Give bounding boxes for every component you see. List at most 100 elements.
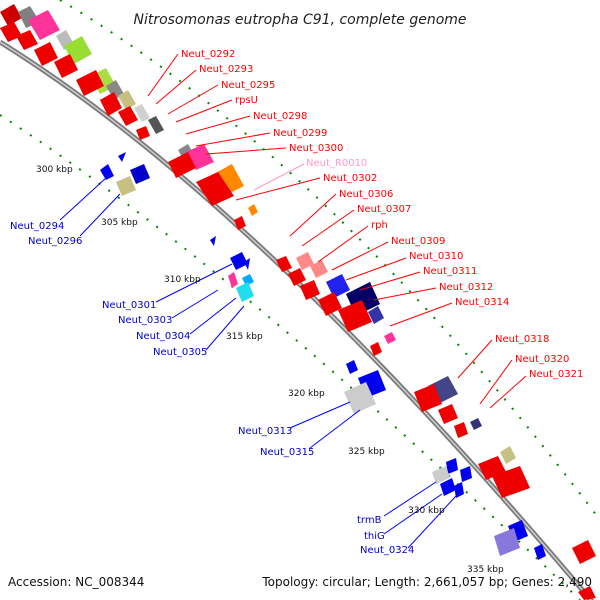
gene-label[interactable]: Neut_0318 bbox=[495, 334, 549, 345]
minus-strand-features bbox=[100, 152, 546, 560]
gene-arrow[interactable] bbox=[100, 164, 114, 180]
gene-arrow[interactable] bbox=[338, 300, 372, 332]
gene-arrow[interactable] bbox=[76, 70, 104, 96]
gene-arrow[interactable] bbox=[230, 252, 248, 270]
gene-label[interactable]: Neut_0315 bbox=[260, 447, 314, 458]
map-title: Nitrosomonas eutropha C91, complete geno… bbox=[133, 12, 466, 28]
gene-label[interactable]: trmB bbox=[357, 515, 382, 526]
gene-label[interactable]: Neut_0295 bbox=[221, 80, 275, 91]
gene-arrow[interactable] bbox=[100, 92, 122, 116]
plus-strand-red-arrows bbox=[0, 22, 596, 600]
gene-arrow[interactable] bbox=[288, 268, 306, 286]
gene-arrow[interactable] bbox=[248, 204, 258, 216]
gene-arrow[interactable] bbox=[54, 54, 78, 78]
gene-arrow[interactable] bbox=[236, 282, 254, 302]
kbp-label: 315 kbp bbox=[226, 332, 263, 342]
gene-label[interactable]: Neut_0306 bbox=[339, 189, 393, 200]
gene-label[interactable]: Neut_0320 bbox=[515, 354, 569, 365]
gene-label[interactable]: Neut_0312 bbox=[439, 282, 493, 293]
gene-arrow[interactable] bbox=[300, 280, 320, 300]
gene-label[interactable]: Neut_0293 bbox=[199, 64, 253, 75]
gene-label[interactable]: Neut_0296 bbox=[28, 236, 82, 247]
gene-arrow[interactable] bbox=[136, 126, 150, 140]
plus-gene-labels: Neut_0292 Neut_0293 Neut_0295 rpsU Neut_… bbox=[181, 49, 583, 380]
gene-label[interactable]: Neut_0305 bbox=[153, 347, 207, 358]
gene-arrow[interactable] bbox=[368, 306, 384, 324]
minus-gene-labels: Neut_0294 Neut_0296 Neut_0301 Neut_0303 … bbox=[10, 221, 414, 556]
gene-label[interactable]: Neut_0303 bbox=[118, 315, 172, 326]
gene-arrow[interactable] bbox=[454, 482, 464, 498]
gene-arrow[interactable] bbox=[210, 236, 216, 246]
gene-label[interactable]: rpsU bbox=[235, 95, 258, 106]
gene-arrow[interactable] bbox=[244, 258, 250, 270]
gene-arrow[interactable] bbox=[344, 382, 376, 414]
gene-label[interactable]: Neut_0302 bbox=[323, 173, 377, 184]
gene-arrow[interactable] bbox=[34, 42, 58, 66]
gene-arrow[interactable] bbox=[384, 332, 396, 344]
gene-arrow[interactable] bbox=[370, 342, 382, 356]
gene-label[interactable]: Neut_0324 bbox=[360, 545, 414, 556]
kbp-label: 325 kbp bbox=[348, 447, 385, 457]
gene-arrow[interactable] bbox=[228, 272, 238, 288]
gene-arrow[interactable] bbox=[118, 106, 138, 126]
gene-arrow[interactable] bbox=[500, 446, 516, 464]
gene-arrow[interactable] bbox=[130, 164, 150, 184]
gene-arrow[interactable] bbox=[0, 22, 22, 42]
gene-label[interactable]: Neut_0298 bbox=[253, 111, 307, 122]
gene-label[interactable]: Neut_0313 bbox=[238, 426, 292, 437]
gene-arrow[interactable] bbox=[440, 478, 456, 496]
gene-arrow[interactable] bbox=[446, 458, 458, 474]
gene-arrow[interactable] bbox=[28, 10, 60, 40]
gene-label[interactable]: Neut_0309 bbox=[391, 236, 445, 247]
gene-label[interactable]: Neut_0294 bbox=[10, 221, 64, 232]
gene-arrow[interactable] bbox=[168, 152, 196, 178]
gene-arrow[interactable] bbox=[494, 528, 520, 556]
gene-label[interactable]: rph bbox=[371, 220, 388, 231]
gene-arrow[interactable] bbox=[346, 360, 358, 374]
gene-arrow[interactable] bbox=[432, 466, 450, 484]
gene-arrow[interactable] bbox=[118, 90, 136, 110]
gene-arrow[interactable] bbox=[16, 30, 38, 50]
kbp-label: 335 kbp bbox=[467, 565, 504, 575]
gene-arrow[interactable] bbox=[578, 586, 596, 600]
gene-arrow[interactable] bbox=[106, 80, 124, 100]
gene-label[interactable]: Neut_0304 bbox=[136, 331, 190, 342]
gene-arrow[interactable] bbox=[460, 466, 472, 482]
gene-label[interactable]: Neut_0314 bbox=[455, 297, 509, 308]
gene-arrow[interactable] bbox=[116, 176, 136, 196]
gene-arrow[interactable] bbox=[326, 274, 350, 298]
gene-arrow[interactable] bbox=[196, 172, 234, 206]
gene-label[interactable]: Neut_0292 bbox=[181, 49, 235, 60]
plus-label-connectors bbox=[147, 53, 527, 409]
gene-arrow[interactable] bbox=[438, 404, 458, 424]
gene-label[interactable]: Neut_0307 bbox=[357, 204, 411, 215]
gene-label[interactable]: Neut_0321 bbox=[529, 369, 583, 380]
gene-arrow[interactable] bbox=[310, 260, 328, 278]
gene-arrow[interactable] bbox=[234, 216, 246, 230]
kbp-scale-labels: 300 kbp 305 kbp 310 kbp 315 kbp 320 kbp … bbox=[36, 165, 504, 575]
gene-arrow[interactable] bbox=[276, 256, 292, 272]
gene-arrow[interactable] bbox=[492, 466, 530, 498]
gene-label[interactable]: Neut_0300 bbox=[289, 143, 343, 154]
gene-arrow[interactable] bbox=[414, 384, 442, 412]
gene-arrow[interactable] bbox=[454, 422, 468, 438]
gene-arrow[interactable] bbox=[534, 544, 546, 560]
tick-ring-inner bbox=[0, 114, 581, 600]
gene-arrow[interactable] bbox=[318, 292, 342, 316]
accession-text: Accession: NC_008344 bbox=[8, 575, 144, 589]
gene-label[interactable]: Neut_0310 bbox=[409, 251, 463, 262]
gene-arrow[interactable] bbox=[118, 152, 126, 162]
gene-arrow[interactable] bbox=[242, 274, 254, 286]
gene-arrow[interactable] bbox=[148, 116, 164, 134]
gene-arrow[interactable] bbox=[134, 104, 150, 122]
gene-arrow[interactable] bbox=[470, 418, 482, 430]
gene-label[interactable]: Neut_0311 bbox=[423, 266, 477, 277]
gene-arrow[interactable] bbox=[296, 252, 314, 270]
gene-arrow[interactable] bbox=[0, 4, 22, 26]
gene-arrow[interactable] bbox=[572, 540, 596, 564]
gene-label[interactable]: Neut_R0010 bbox=[306, 158, 367, 169]
gene-label[interactable]: thiG bbox=[364, 531, 385, 542]
gene-label[interactable]: Neut_0301 bbox=[102, 300, 156, 311]
gene-label[interactable]: Neut_0299 bbox=[273, 128, 327, 139]
